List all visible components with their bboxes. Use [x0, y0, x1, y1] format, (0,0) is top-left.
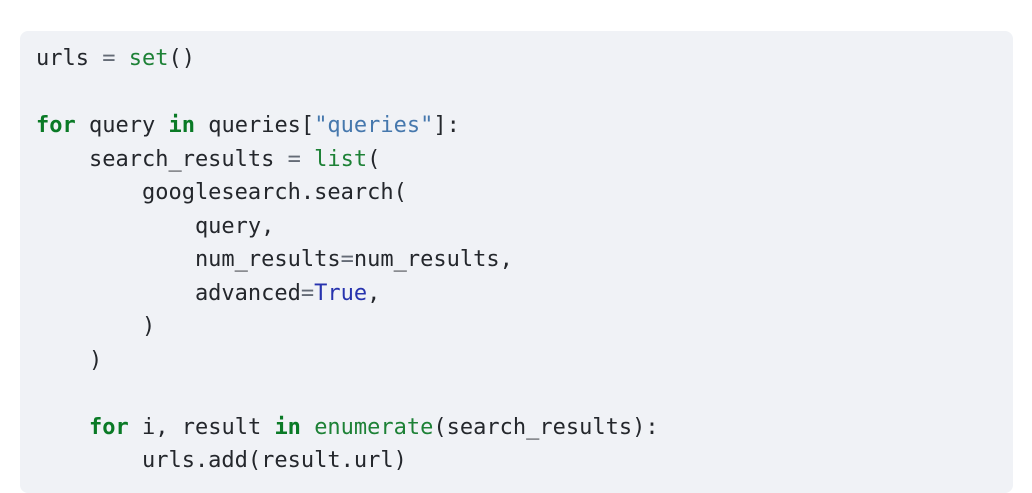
code-token-pln: query	[75, 113, 169, 138]
code-token-pln: queries[	[194, 113, 315, 138]
code-token-pln	[301, 415, 314, 440]
code-token-pln: num_results,	[353, 247, 513, 272]
code-line: for query in queries["queries"]:	[36, 109, 997, 143]
code-token-pln	[115, 46, 128, 71]
code-token-pln: ,	[367, 280, 381, 306]
code-token-pln: (	[367, 146, 381, 172]
code-token-bi: set	[128, 46, 169, 71]
code-token-kw: for	[36, 113, 76, 138]
code-line: googlesearch.search(	[36, 176, 997, 210]
code-token-str: "queries"	[314, 113, 434, 138]
code-token-lit: True	[314, 280, 368, 306]
code-token-pln: urls	[36, 46, 103, 71]
code-token-pln	[36, 415, 89, 440]
code-token-pln: search_results	[36, 146, 288, 172]
code-token-pln	[301, 147, 314, 172]
code-token-kw: in	[274, 414, 301, 440]
code-token-pln: urls.add(result.url)	[36, 448, 407, 473]
code-token-kw: for	[88, 414, 129, 440]
code-line: urls.add(result.url)	[36, 444, 997, 478]
code-line: query,	[36, 210, 997, 244]
code-block: urls = set()for query in queries["querie…	[20, 31, 1013, 493]
code-token-pln: (search_results):	[433, 414, 659, 440]
code-token-pln: query,	[36, 213, 275, 239]
code-token-kw: in	[168, 113, 195, 138]
code-line	[36, 76, 997, 110]
code-line: )	[36, 310, 997, 344]
code-token-pln: i, result	[128, 414, 275, 440]
code-line: search_results = list(	[36, 143, 997, 177]
code-line: )	[36, 344, 997, 378]
code-token-pln: advanced	[36, 280, 301, 306]
code-token-op: =	[340, 247, 354, 272]
code-line	[36, 377, 997, 411]
code-token-pln: )	[36, 314, 156, 339]
code-line: urls = set()	[36, 42, 997, 76]
code-line: advanced=True,	[36, 277, 997, 311]
code-token-pln: )	[36, 347, 103, 373]
code-token-op: =	[102, 46, 116, 71]
code-token-op: =	[300, 280, 315, 306]
code-token-pln: ]:	[433, 113, 460, 138]
code-line: num_results=num_results,	[36, 243, 997, 277]
code-token-pln: ()	[168, 46, 195, 71]
code-token-pln: googlesearch.search(	[36, 180, 407, 205]
code-token-op: =	[287, 146, 301, 172]
code-token-bi: enumerate	[314, 414, 434, 440]
code-token-pln: num_results	[36, 247, 341, 272]
code-line: for i, result in enumerate(search_result…	[36, 411, 997, 445]
code-token-bi: list	[314, 146, 368, 172]
